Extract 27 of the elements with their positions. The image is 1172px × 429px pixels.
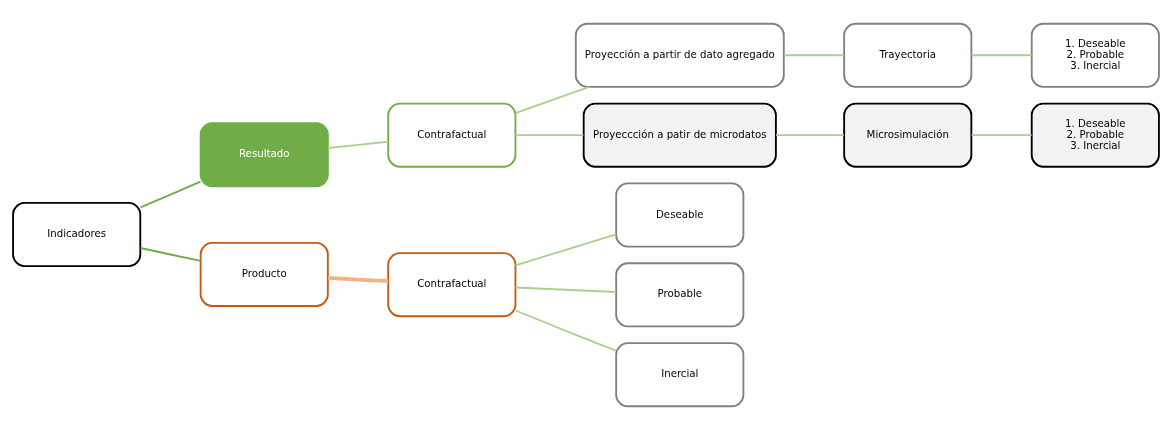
node-box: Proyección a partir de dato agregado — [574, 22, 785, 88]
node-box: Microsimulación — [843, 102, 973, 168]
connector — [139, 246, 202, 262]
node-box: Probable — [615, 261, 745, 327]
connector — [514, 85, 591, 114]
connector — [782, 53, 845, 56]
connector — [970, 53, 1033, 56]
node-box: Proyeccción a patir de microdatos — [582, 102, 777, 168]
connector — [514, 286, 617, 293]
connector — [327, 275, 389, 283]
node-box: 1. Deseable 2. Probable 3. Inercial — [1030, 102, 1160, 168]
connector — [514, 133, 585, 136]
node-box: Inercial — [615, 341, 745, 407]
node-box: Resultado — [199, 121, 329, 187]
connector — [514, 232, 617, 266]
connector — [970, 133, 1033, 136]
connector — [775, 133, 845, 136]
node-box: Indicadores — [12, 201, 142, 267]
node-box: Contrafactual — [387, 102, 517, 168]
node-box: 1. Deseable 2. Probable 3. Inercial — [1030, 22, 1160, 88]
connector — [327, 140, 389, 149]
node-box: Deseable — [615, 182, 745, 247]
connector — [514, 309, 618, 352]
connector — [139, 180, 202, 208]
node-box: Trayectoria — [843, 22, 973, 88]
node-box: Producto — [199, 241, 329, 307]
node-box: Contrafactual — [387, 251, 517, 317]
